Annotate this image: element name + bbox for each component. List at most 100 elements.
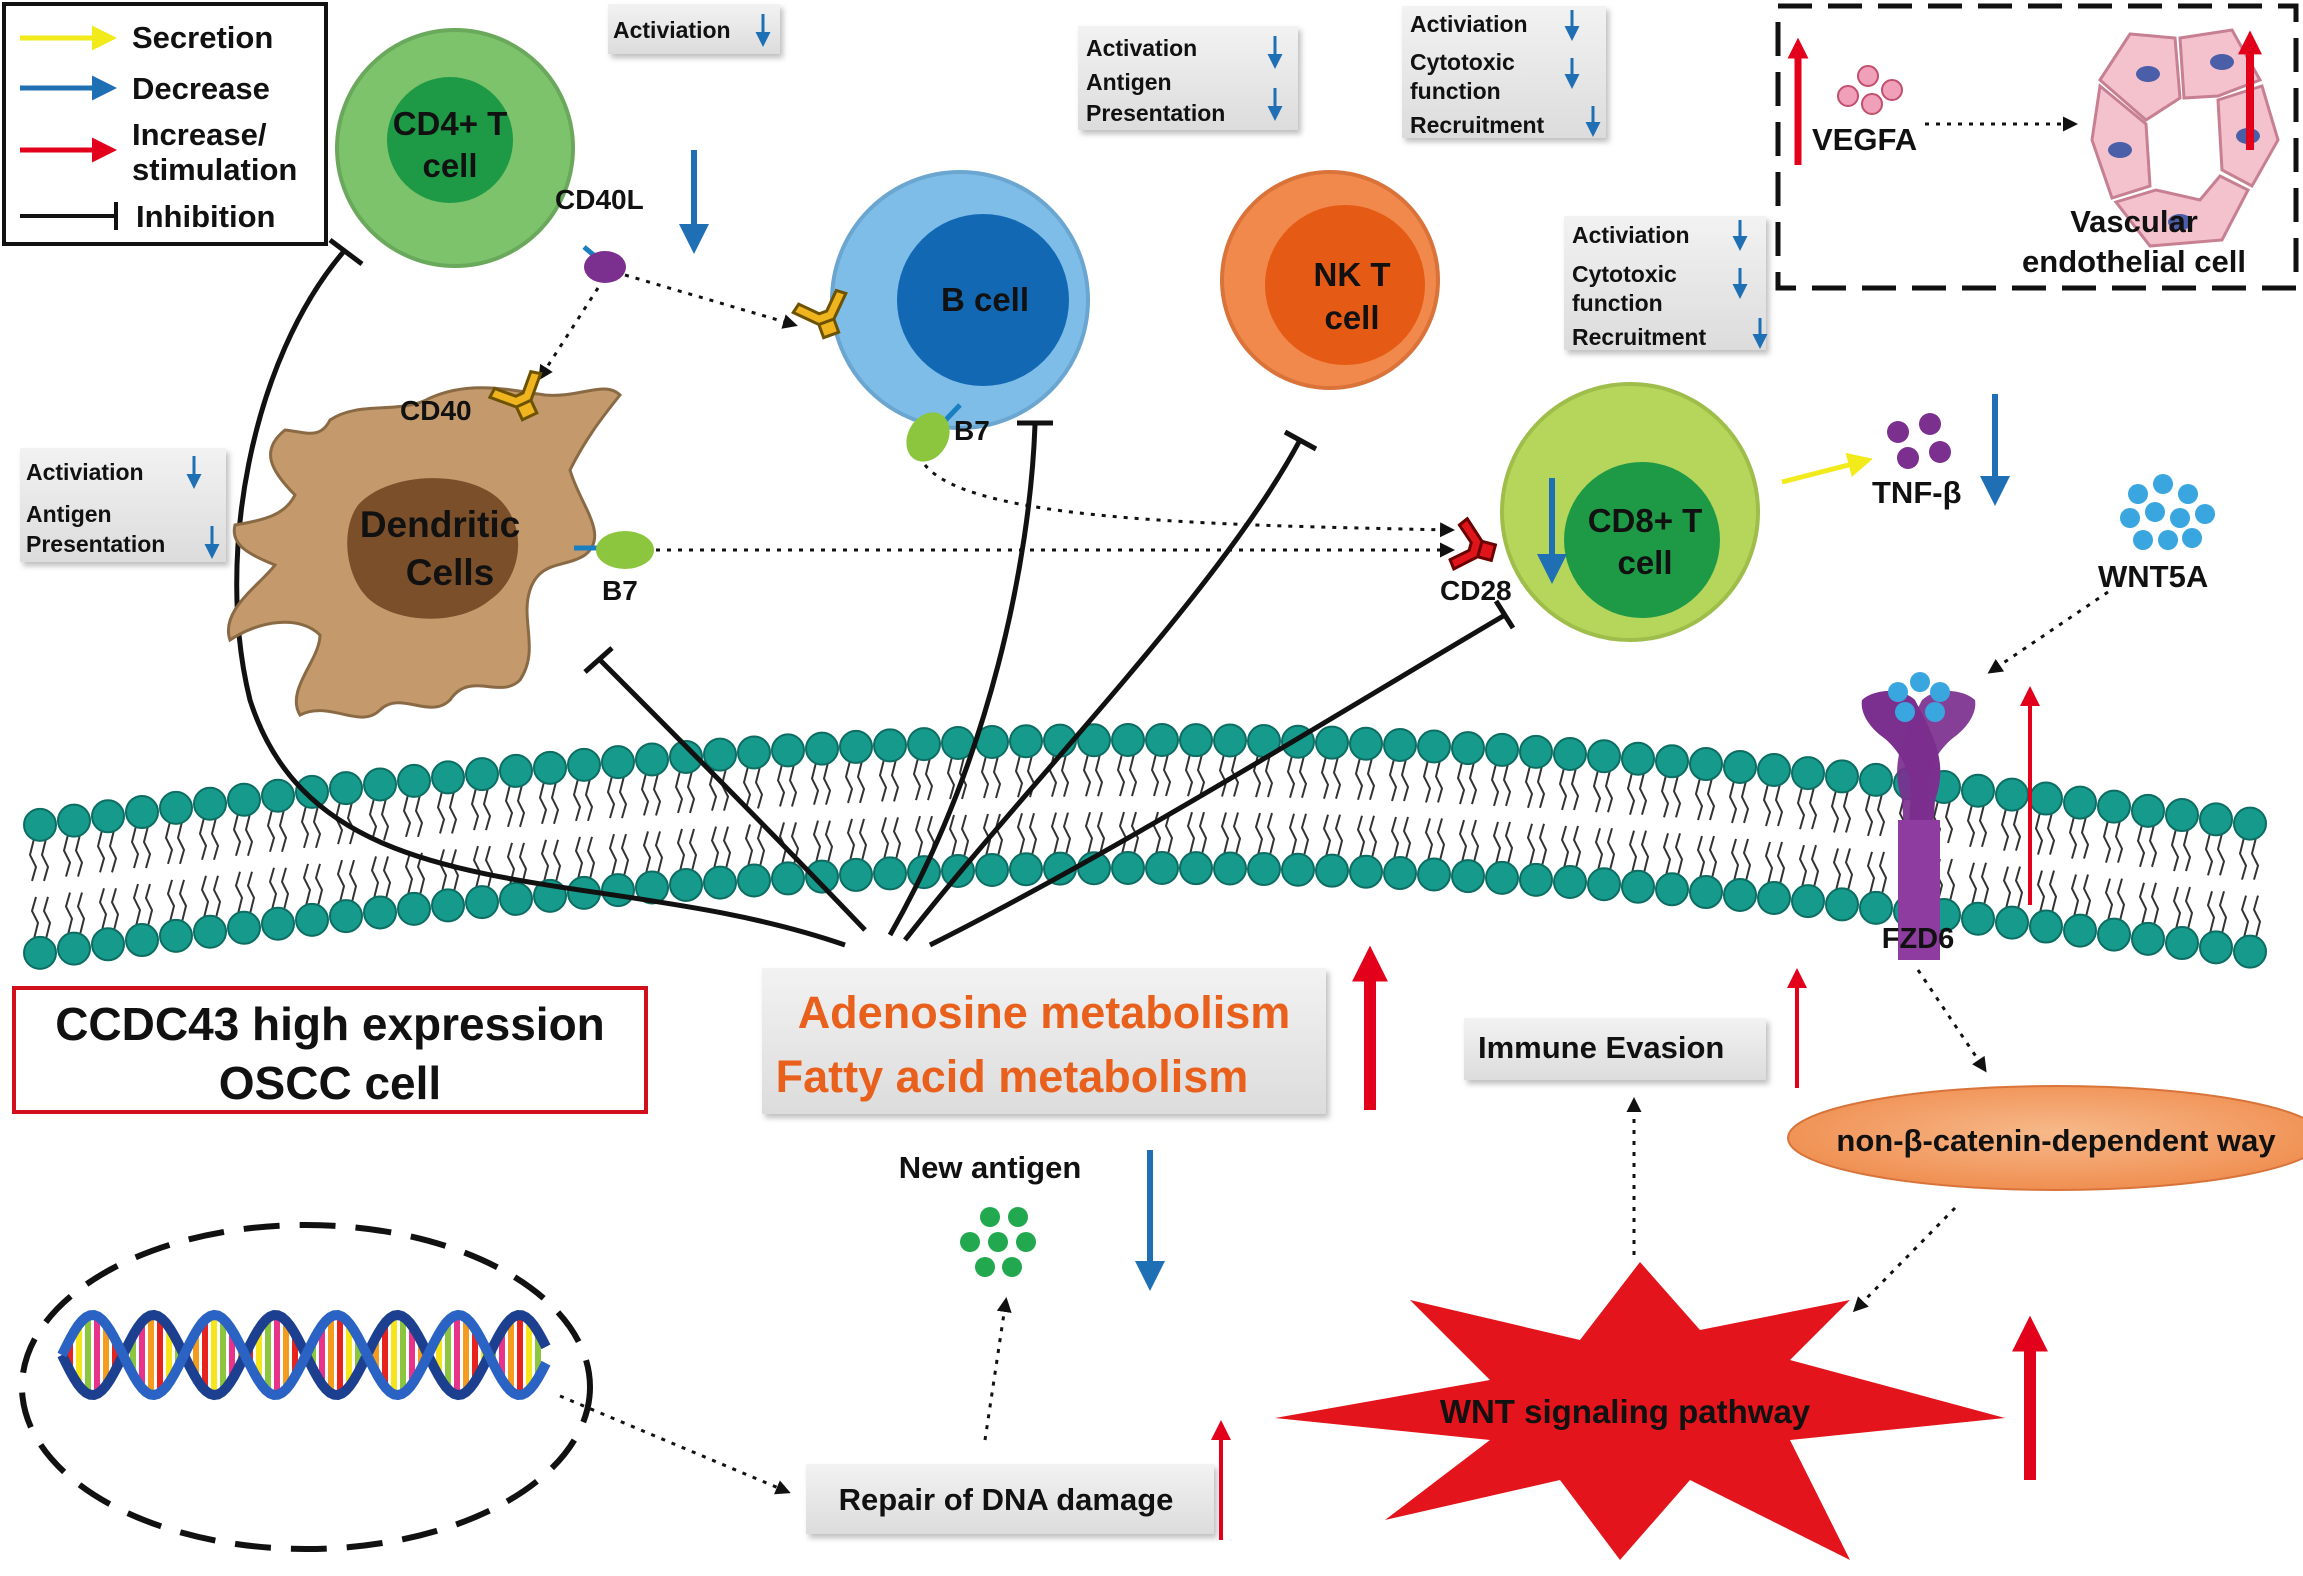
svg-text:Antigen: Antigen — [1086, 69, 1172, 95]
cd8-label-2: cell — [1617, 544, 1672, 581]
metabolism-box: Adenosine metabolism Fatty acid metaboli… — [762, 968, 1326, 1114]
tnf-secretion-arrow — [1781, 452, 1873, 485]
legend-decrease-label: Decrease — [132, 71, 270, 106]
cd28-receptor — [1448, 516, 1498, 572]
svg-text:Cytotoxic: Cytotoxic — [1572, 261, 1677, 287]
inhibition-to-b — [887, 424, 1038, 937]
cd4-label-2: cell — [422, 147, 477, 184]
inhibition-to-nkt — [903, 438, 1303, 942]
dna-to-repair-arrow — [559, 1394, 791, 1495]
fzd6-to-non-beta-arrow — [1916, 969, 1987, 1073]
repair-to-new-antigen-arrow — [983, 1297, 1012, 1441]
nkt-activation-box: Activiation Cytotoxic function Recruitme… — [1402, 6, 1606, 138]
svg-text:Activiation: Activiation — [26, 459, 144, 485]
tnf-label: TNF-β — [1872, 475, 1962, 510]
cd4-t-cell: CD4+ T cell CD40L — [335, 28, 709, 283]
cd8-activation-box: Activiation Cytotoxic function Recruitme… — [1564, 216, 1768, 350]
svg-text:Activiation: Activiation — [1572, 222, 1690, 248]
cd40-label: CD40 — [400, 395, 472, 426]
cd40l-label: CD40L — [555, 184, 644, 215]
dc-b7-ligand — [596, 531, 654, 569]
svg-text:function: function — [1410, 78, 1501, 104]
legend: Secretion Decrease Increase/ stimulation… — [2, 2, 328, 246]
wnt5a-to-fzd6-arrow — [1987, 590, 2109, 674]
new-antigen: New antigen — [899, 1150, 1081, 1277]
cd40-receptor — [487, 369, 543, 422]
wnt-label: WNT signaling pathway — [1440, 1393, 1811, 1430]
wnt-signaling-star: WNT signaling pathway — [1275, 1262, 2005, 1560]
b-cell-b7-label: B7 — [954, 415, 990, 446]
cd4-activation-box: Activiation — [608, 4, 780, 54]
nkt-label-2: cell — [1324, 299, 1379, 336]
inhibition-to-cd4 — [234, 248, 846, 948]
svg-text:Recruitment: Recruitment — [1572, 324, 1707, 350]
svg-text:Activiation: Activiation — [613, 17, 731, 43]
wnt5a-label: WNT5A — [2098, 559, 2208, 594]
dna-repair-box: Repair of DNA damage — [806, 1464, 1214, 1534]
cd40l-ligand — [584, 251, 626, 283]
inhibition-bar-cd4 — [328, 238, 364, 266]
oscc-label-box: CCDC43 high expression OSCC cell — [12, 986, 648, 1114]
metabolism-label-1: Adenosine metabolism — [798, 987, 1291, 1038]
dc-b7-label: B7 — [602, 575, 638, 606]
svg-text:Repair of DNA damage: Repair of DNA damage — [839, 1482, 1174, 1517]
b-cell-label: B cell — [941, 281, 1029, 318]
legend-secretion-label: Secretion — [132, 20, 273, 55]
svg-text:function: function — [1572, 290, 1663, 316]
b-cell-receptor — [791, 288, 848, 340]
cd8-t-cell: CD8+ T cell CD28 — [1440, 382, 1760, 642]
oscc-label-1: CCDC43 high expression — [55, 998, 605, 1050]
svg-text:Activation: Activation — [1086, 35, 1197, 61]
non-beta-catenin-ellipse — [1787, 1085, 2303, 1191]
cd4-label-1: CD4+ T — [393, 105, 508, 142]
b-cell: B cell B7 — [791, 170, 1090, 462]
b-b7-to-cd28-arrow — [923, 464, 1455, 538]
immune-evasion-box: Immune Evasion — [1464, 1018, 1766, 1080]
legend-inhibition-label: Inhibition — [136, 199, 275, 234]
inhibition-lines — [234, 238, 1516, 948]
b-cell-b7-ligand — [906, 412, 950, 462]
dendritic-cell: Dendritic Cells B7 CD40 — [226, 369, 654, 719]
dna-helix — [57, 1309, 551, 1401]
legend-frame — [2, 2, 328, 246]
svg-text:Cytotoxic: Cytotoxic — [1410, 49, 1515, 75]
vascular-label-1: Vascular — [2070, 204, 2198, 239]
cd8-label-1: CD8+ T — [1588, 502, 1703, 539]
svg-text:Activiation: Activiation — [1410, 11, 1528, 37]
tnf-beta-secretion: TNF-β — [1781, 394, 2010, 510]
dna-nucleus — [19, 1222, 593, 1552]
vascular-label-2: endothelial cell — [2022, 244, 2246, 279]
b-activation-box: Activation Antigen Presentation — [1078, 26, 1298, 130]
dc-activation-box: Activiation Antigen Presentation — [20, 448, 226, 562]
nk-t-cell: NK T cell — [1220, 170, 1440, 390]
inhibition-bar-nkt — [1283, 429, 1318, 452]
cd40l-to-b-cell-arrow — [624, 273, 798, 329]
vegfa-particles — [1837, 65, 1903, 115]
inhibition-to-cd8 — [928, 612, 1507, 948]
vegfa-label: VEGFA — [1812, 122, 1917, 157]
svg-text:Antigen: Antigen — [26, 501, 112, 527]
wnt5a-ligand: WNT5A — [2098, 474, 2215, 594]
fzd6-receptor: FZD6 — [1861, 672, 1976, 960]
svg-text:Immune Evasion: Immune Evasion — [1478, 1030, 1724, 1065]
cd28-label: CD28 — [1440, 575, 1512, 606]
dc-label-2: Cells — [406, 552, 494, 593]
inhibition-bar-cd8 — [1493, 599, 1516, 630]
non-beta-to-wnt-arrow — [1852, 1206, 1957, 1313]
metabolism-label-2: Fatty acid metabolism — [776, 1051, 1249, 1102]
dc-label-1: Dendritic — [360, 504, 520, 545]
svg-text:Recruitment: Recruitment — [1410, 112, 1545, 138]
cell-membrane — [23, 723, 2267, 970]
vascular-panel: VEGFA Vascular endothelial cell — [1775, 3, 2299, 291]
cd40l-to-cd40-arrow — [538, 287, 600, 381]
non-beta-catenin-label: non-β-catenin-dependent way — [1836, 1123, 2276, 1158]
nkt-label-1: NK T — [1314, 256, 1391, 293]
svg-text:Presentation: Presentation — [26, 531, 165, 557]
oscc-label-2: OSCC cell — [219, 1057, 441, 1109]
inhibition-bar-dc — [583, 646, 614, 674]
legend-increase-label-2: stimulation — [132, 152, 297, 187]
svg-text:Presentation: Presentation — [1086, 100, 1225, 126]
legend-increase-label-1: Increase/ — [132, 117, 267, 152]
